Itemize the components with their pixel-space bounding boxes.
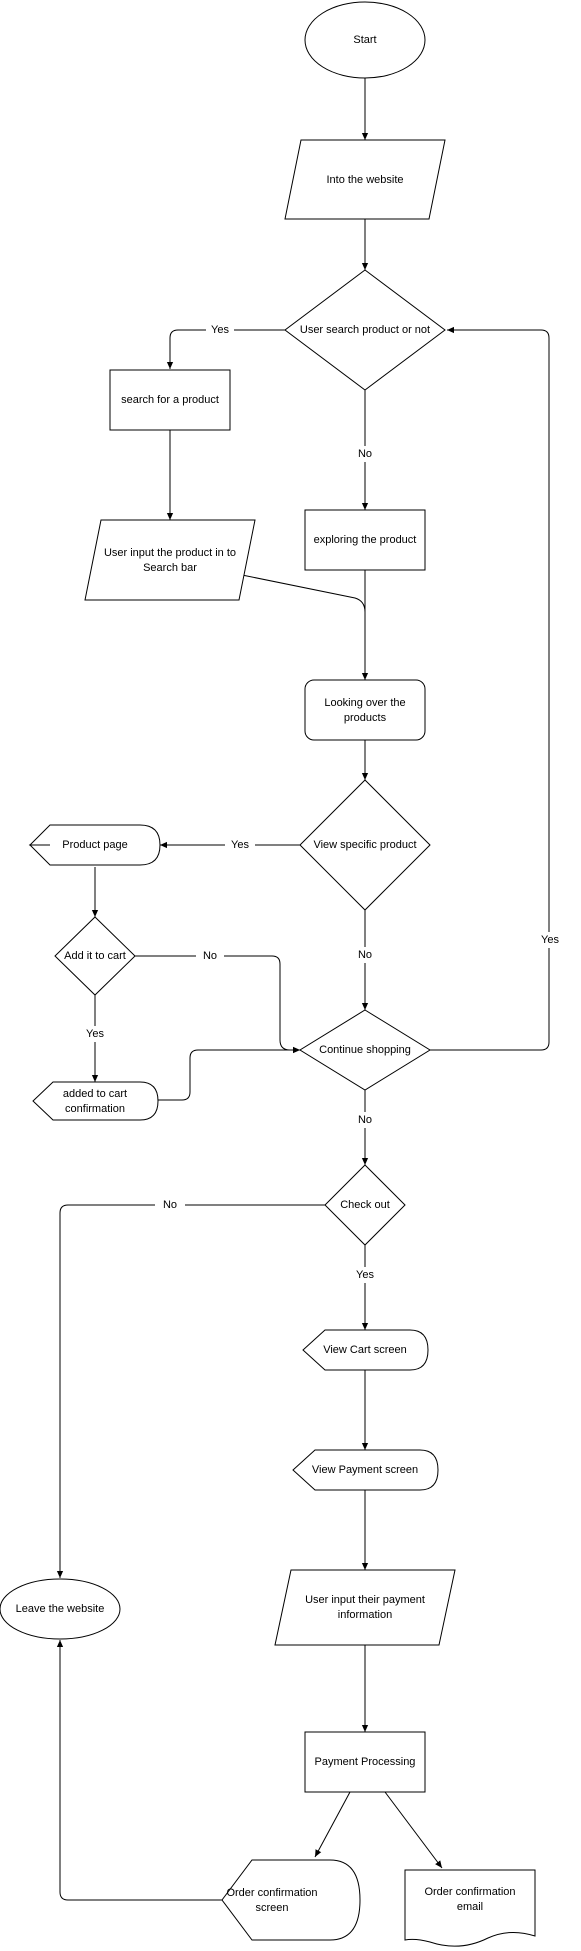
edge-processing-to-screen: [314, 1791, 351, 1858]
edge-label-continue-no: No: [358, 1114, 372, 1126]
edge-label-continue-yes: Yes: [541, 934, 559, 946]
continue-shopping-label: Continue shopping: [319, 1044, 411, 1056]
check-out-label: Check out: [340, 1199, 390, 1211]
into-website-label: Into the website: [326, 174, 403, 186]
leave-website-label: Leave the website: [16, 1603, 105, 1615]
edge-screen-to-leave: [56, 1640, 222, 1901]
search-product-node: search for a product: [109, 369, 231, 431]
edge-label-cart-yes: Yes: [86, 1028, 104, 1040]
view-cart-label: View Cart screen: [323, 1344, 407, 1356]
input-search-label-line1: User input the product in to: [104, 547, 236, 559]
payment-info-label-line1: User input their payment: [305, 1594, 425, 1606]
order-email-label-line2: email: [457, 1901, 483, 1913]
looking-over-label-line2: products: [344, 712, 387, 724]
search-product-label: search for a product: [121, 394, 219, 406]
input-search-label-line2: Search bar: [143, 562, 197, 574]
view-specific-node: View specific product: [299, 779, 431, 911]
edge-labels: Yes No Yes Yes No No Yes No No Yes: [81, 322, 564, 1283]
view-cart-node: View Cart screen: [302, 1329, 429, 1371]
view-specific-label: View specific product: [313, 839, 416, 851]
input-search-node: User input the product in to Search bar: [84, 519, 256, 601]
edge-label-cart-no: No: [203, 950, 217, 962]
order-email-label-line1: Order confirmation: [424, 1886, 515, 1898]
edge-label-view-yes: Yes: [231, 839, 249, 851]
exploring-node: exploring the product: [304, 509, 426, 571]
payment-processing-label: Payment Processing: [315, 1756, 416, 1768]
cart-confirmation-node: added to cart confirmation: [32, 1081, 159, 1121]
check-out-node: Check out: [324, 1164, 406, 1246]
order-email-node: Order confirmation email: [404, 1869, 536, 1947]
start-label: Start: [353, 34, 376, 46]
edge-checkout-no: [56, 1204, 326, 1578]
nodes: Start Into the website User search produ…: [0, 1, 536, 1947]
payment-info-label-line2: information: [338, 1609, 392, 1621]
continue-shopping-node: Continue shopping: [299, 1009, 431, 1091]
edge-label-checkout-yes: Yes: [356, 1269, 374, 1281]
edge-label-checkout-no: No: [163, 1199, 177, 1211]
add-to-cart-label: Add it to cart: [64, 950, 126, 962]
product-page-node: Product page: [28, 824, 161, 866]
edge-input-to-looking: [241, 574, 366, 613]
add-to-cart-node: Add it to cart: [54, 916, 136, 996]
leave-website-node: Leave the website: [0, 1578, 121, 1640]
view-payment-label: View Payment screen: [312, 1464, 418, 1476]
looking-over-node: Looking over the products: [304, 679, 426, 741]
start-node: Start: [304, 1, 426, 79]
payment-info-node: User input their payment information: [274, 1569, 456, 1646]
edge-continue-yes: [430, 326, 550, 1051]
edge-cart-no: [135, 955, 300, 1054]
edge-label-search-no: No: [358, 448, 372, 460]
edge-processing-to-email: [384, 1791, 443, 1869]
order-screen-node: Order confirmation screen: [221, 1859, 361, 1941]
product-page-label: Product page: [62, 839, 127, 851]
looking-over-label-line1: Looking over the: [324, 697, 405, 709]
cart-confirmation-label-line2: confirmation: [65, 1103, 125, 1115]
search-decision-node: User search product or not: [284, 269, 446, 391]
cart-confirmation-label-line1: added to cart: [63, 1088, 127, 1100]
exploring-label: exploring the product: [314, 534, 417, 546]
into-website-node: Into the website: [284, 139, 446, 220]
edge-search-yes: [166, 329, 285, 369]
order-screen-label-line1: Order confirmation: [226, 1887, 317, 1899]
search-decision-label: User search product or not: [300, 324, 430, 336]
view-payment-node: View Payment screen: [292, 1449, 439, 1491]
edge-label-search-yes: Yes: [211, 324, 229, 336]
edge-label-view-no: No: [358, 949, 372, 961]
payment-processing-node: Payment Processing: [304, 1731, 426, 1793]
edge-confirmation-to-continue: [158, 1046, 300, 1101]
order-screen-label-line2: screen: [255, 1902, 288, 1914]
